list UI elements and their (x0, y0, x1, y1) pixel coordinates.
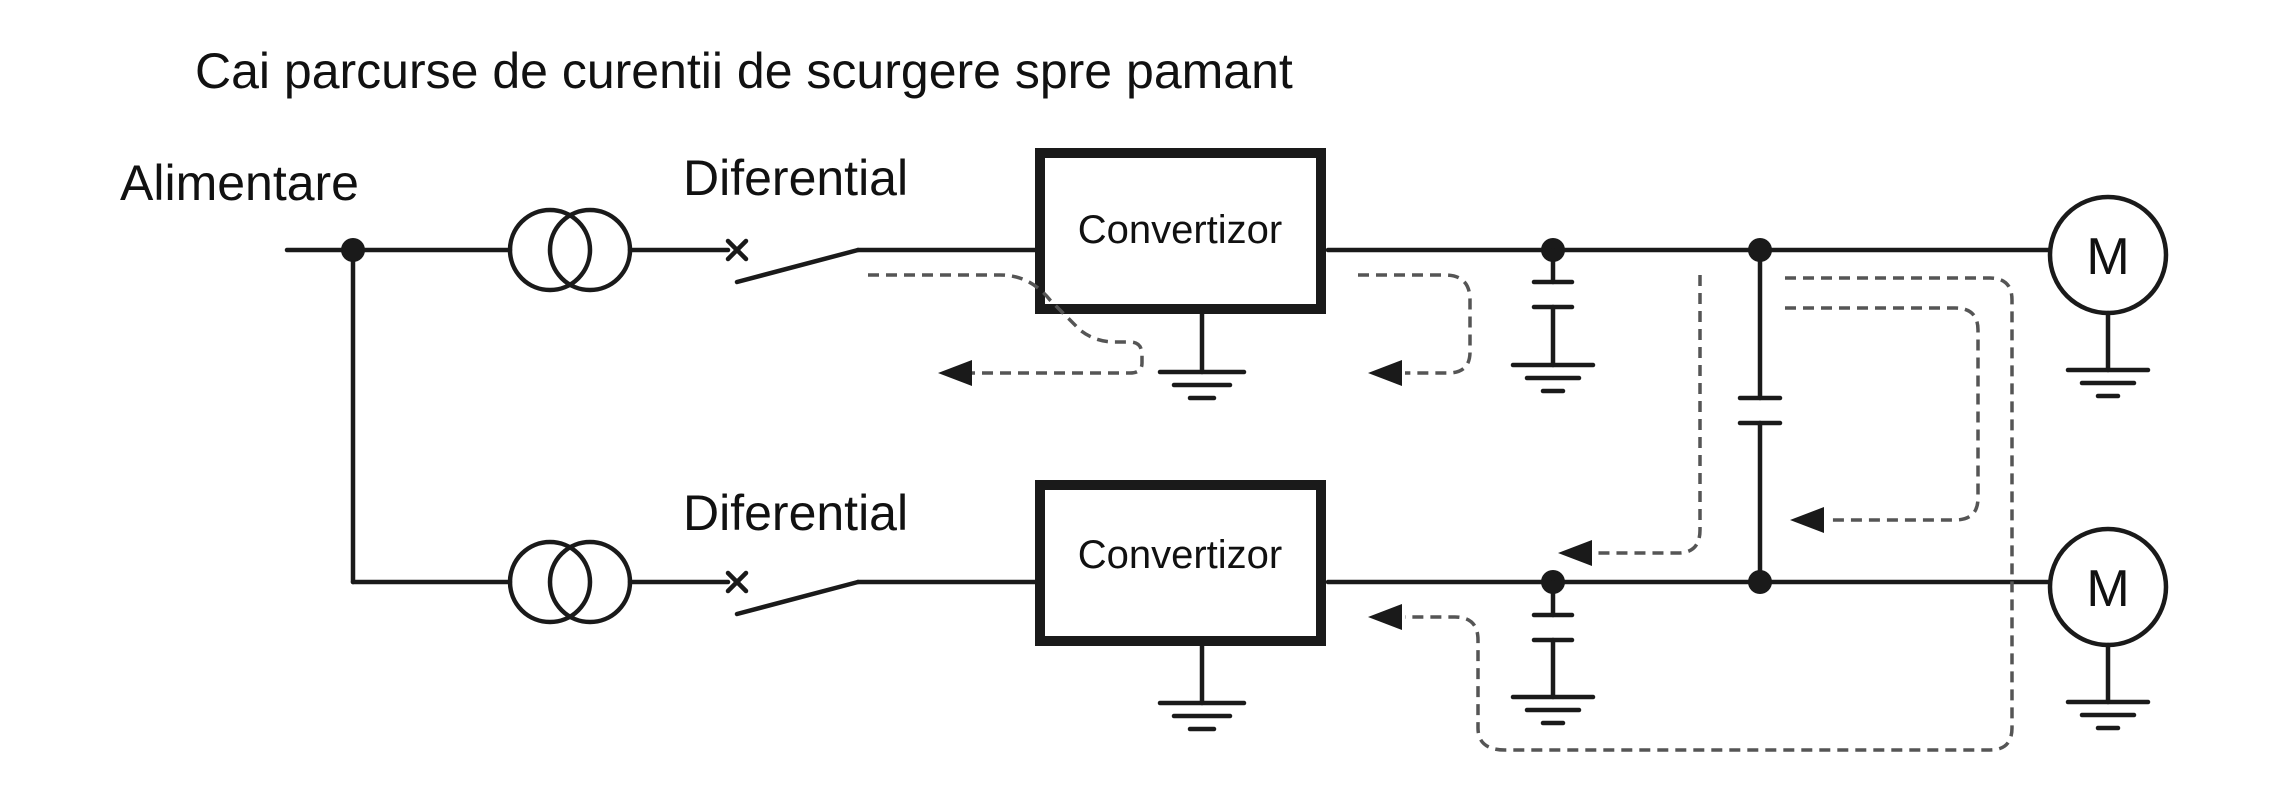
supply-bus (284, 238, 513, 585)
converter-box-lower: Convertizor (1035, 480, 1326, 646)
supply-junction-dot (341, 238, 365, 262)
leakage-paths (868, 273, 2014, 752)
supply-label: Alimentare (120, 155, 359, 211)
transformer-upper (507, 207, 633, 293)
leakage-arrow-1 (938, 360, 972, 386)
motor-upper: M (2047, 194, 2169, 399)
converter-label-lower: Convertizor (1078, 533, 1283, 577)
breaker-contact-upper (725, 238, 1043, 285)
motor-lower: M (2047, 526, 2169, 731)
converter-label-upper: Convertizor (1078, 208, 1283, 252)
branch-lower: Diferential Convertizor M (507, 480, 2169, 732)
leakage-path-motor-cable-outer (1405, 276, 2014, 752)
filter-capacitor-lower (1510, 570, 1596, 726)
breaker-label-upper: Diferential (683, 150, 908, 206)
leakage-arrow-2 (1368, 360, 1402, 386)
breaker-contact-lower (725, 570, 1043, 617)
converter-box-upper: Convertizor (1035, 148, 1326, 314)
leakage-path-cross-coupling (1595, 275, 1702, 555)
motor-label-lower: M (2086, 560, 2129, 618)
branch-upper: Diferential Convertizor M (507, 148, 2169, 401)
converter-ground-lower (1157, 643, 1247, 732)
motor-label-upper: M (2086, 228, 2129, 286)
leakage-arrow-3 (1558, 540, 1592, 566)
transformer-lower (507, 539, 633, 625)
coupling-capacitor (1737, 238, 1783, 594)
diagram-title: Cai parcurse de curentii de scurgere spr… (195, 43, 1293, 99)
converter-ground-upper (1157, 311, 1247, 401)
leakage-arrow-5 (1368, 604, 1402, 630)
leakage-path-converter-input (868, 273, 1144, 375)
leakage-path-motor-cable-inner (1785, 306, 1980, 522)
leakage-arrow-4 (1790, 507, 1824, 533)
filter-capacitor-upper (1510, 238, 1596, 394)
breaker-label-lower: Diferential (683, 485, 908, 541)
leakage-path-converter-output (1358, 273, 1472, 375)
